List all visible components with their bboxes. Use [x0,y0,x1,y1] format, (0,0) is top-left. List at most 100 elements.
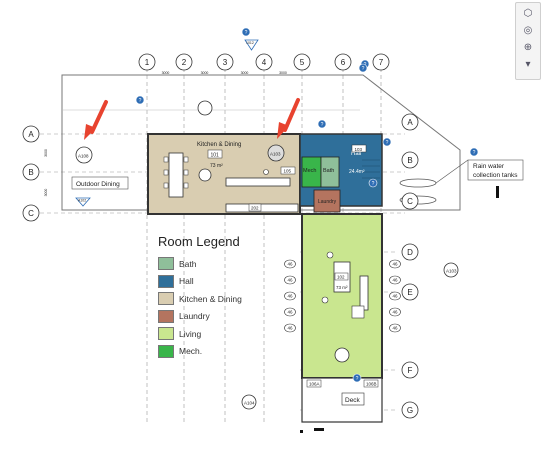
section-marker-left[interactable]: A102 [75,197,91,207]
grid-bubble-column [372,53,390,71]
revision-tag [469,147,479,157]
grid-bubble-row [401,283,419,301]
grid-bubble-label: E [407,288,412,297]
legend-item: Hall [158,273,308,291]
grid-bubble-label: B [28,168,33,177]
grid-bubble-label: C [28,209,34,218]
legend-title: Room Legend [158,234,240,249]
grid-bubble-label: D [407,248,413,257]
living-tag-box [334,272,349,281]
legend-swatch [158,274,174,288]
level-tag [389,259,401,269]
grid-bubble-label: G [407,406,413,415]
tag-106a-box [306,379,322,388]
round-table [198,168,212,182]
grid-bubble-label: 2 [182,58,187,67]
outdoor-dining-box [71,176,129,190]
svg-text:A108: A108 [78,154,89,159]
elevation-marker-left[interactable]: A108 [75,146,93,164]
level-tag-label: 46 [287,326,293,331]
deck-label: Deck [345,397,361,404]
hall-area: 24.4m² [349,169,365,175]
revision-tag-mark: ? [356,376,359,382]
red-arrow-right [277,98,300,139]
kitchen-label: Kitchen & Dining [197,142,241,148]
level-tag [284,275,296,285]
svg-text:A104: A104 [244,401,255,406]
dimension-text: 3000 [44,189,48,197]
chair [183,169,189,176]
living-number: 102 [337,275,345,280]
level-tag [284,259,296,269]
level-tag [284,323,296,333]
dining-table [168,152,184,198]
kitchen-island [225,177,291,187]
chair [183,182,189,189]
mech-number: 105 [284,169,292,174]
chair [163,156,169,163]
revision-tag [317,119,327,129]
revision-tags: ????????? [135,27,479,383]
level-tag [389,275,401,285]
steering-wheel-icon[interactable]: ◎ [523,24,533,36]
level-tag-label: 46 [392,326,398,331]
grid-bubble-row [22,204,40,222]
svg-text:C: C [407,197,413,206]
grid-bubble-column [138,53,156,71]
room-laundry[interactable] [313,189,341,213]
level-tag-label: 46 [287,310,293,315]
legend-label: Laundry [179,311,210,322]
deck-tag-box [341,392,365,406]
revision-tag-mark: ? [245,30,248,36]
grid-bubble-row [401,361,419,379]
grid-bubble-label: 1 [145,58,150,67]
dimension-text: 3000 [162,71,170,75]
level-tag-label: 46 [287,262,293,267]
sink [263,169,269,175]
kitchen-tag-box [207,149,223,159]
level-tag-label: 46 [392,310,398,315]
navigation-toolbar: ⬡ ◎ ⊕ ▾ [515,2,541,80]
view-cube-icon[interactable]: ⬡ [523,7,533,19]
elevation-marker-kitchen[interactable]: A103 [267,144,285,162]
legend-label: Hall [179,276,194,287]
svg-text:A102: A102 [78,199,86,203]
legend-item: Mech. [158,343,308,361]
svg-text:A103: A103 [270,152,281,157]
revision-tag [358,63,368,73]
svg-text:B: B [407,156,412,165]
level-tag-label: 46 [287,294,293,299]
revision-tag [382,137,392,147]
dining-table-round [334,347,350,363]
grid-bubble-label: F [408,366,413,375]
dimension-text: 3000 [241,71,249,75]
zoom-icon[interactable]: ⊕ [523,41,533,53]
rain-tank [399,178,437,188]
legend-swatch [158,344,174,358]
revision-tag-mark: ? [473,150,476,156]
chair [183,156,189,163]
grid-bubble-column [293,53,311,71]
svg-text:A: A [407,118,413,127]
elevation-marker-bottom[interactable]: A104 [241,394,257,410]
room-bath[interactable] [320,156,340,188]
dimension-text: 3000 [44,149,48,157]
fixture-symbol [197,100,213,116]
kitchen-number: 101 [211,153,220,159]
grid-bubble-column [216,53,234,71]
chair [163,169,169,176]
level-tag-label: 46 [392,278,398,283]
legend-item: Kitchen & Dining [158,290,308,308]
site-outline [61,74,461,211]
svg-text:A103: A103 [446,269,457,274]
chevron-down-icon[interactable]: ▾ [525,58,531,70]
level-tag-label: 46 [392,294,398,299]
section-marker-top[interactable]: 1012 [244,39,259,51]
grid-bubble-column [175,53,193,71]
stairs [362,159,380,179]
kitchen-area: 73 m² [210,163,223,169]
legend-label: Kitchen & Dining [179,293,242,304]
elevation-marker-right[interactable]: A103 [443,262,459,278]
